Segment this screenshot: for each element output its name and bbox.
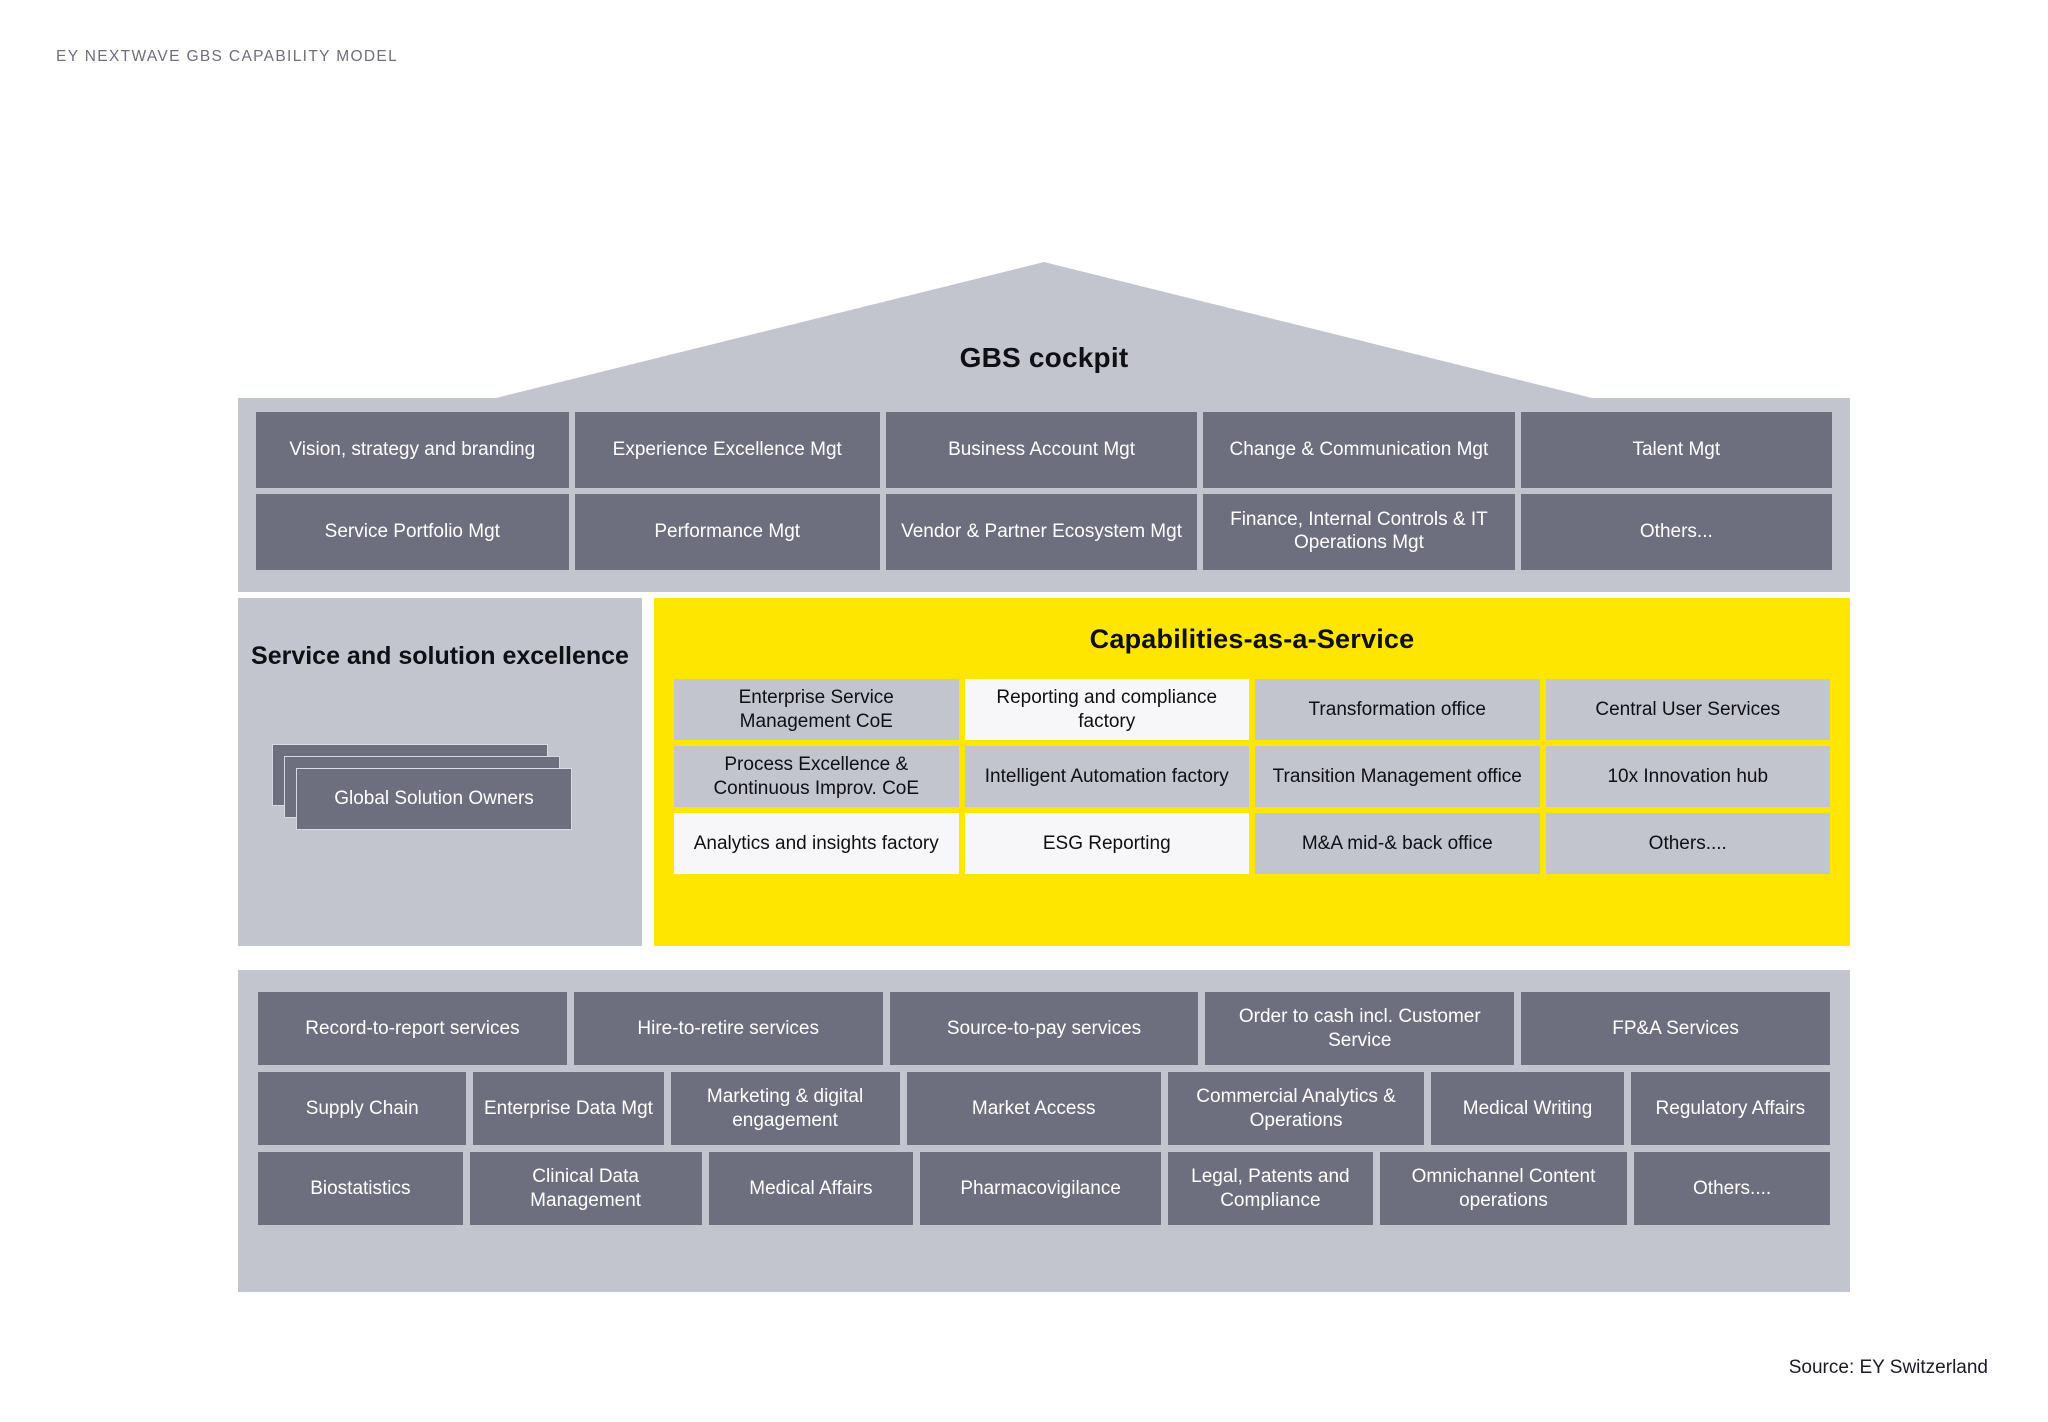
service-source-to-pay[interactable]: Source-to-pay services: [889, 992, 1199, 1065]
service-solution-excellence-panel: Service and solution excellence Global S…: [238, 598, 642, 946]
capabilities-row-3: Analytics and insights factory ESG Repor…: [674, 813, 1830, 874]
service-biostatistics[interactable]: Biostatistics: [258, 1152, 463, 1225]
cockpit-cell-others[interactable]: Others...: [1520, 494, 1833, 570]
service-regulatory-affairs[interactable]: Regulatory Affairs: [1630, 1072, 1830, 1145]
service-clinical-data-management[interactable]: Clinical Data Management: [469, 1152, 702, 1225]
cockpit-cell-service-portfolio-mgt[interactable]: Service Portfolio Mgt: [256, 494, 569, 570]
service-order-to-cash-customer-service[interactable]: Order to cash incl. Customer Service: [1205, 992, 1515, 1065]
capabilities-grid: Enterprise Service Management CoE Report…: [674, 679, 1830, 874]
middle-section: Service and solution excellence Global S…: [238, 598, 1850, 946]
service-supply-chain[interactable]: Supply Chain: [258, 1072, 467, 1145]
service-omnichannel-content-operations[interactable]: Omnichannel Content operations: [1379, 1152, 1628, 1225]
service-hire-to-retire[interactable]: Hire-to-retire services: [573, 992, 883, 1065]
global-solution-owners-stack: Global Solution Owners: [272, 744, 584, 830]
cockpit-cell-talent-mgt[interactable]: Talent Mgt: [1520, 412, 1833, 488]
roof-title: GBS cockpit: [959, 342, 1129, 373]
capability-enterprise-service-management-coe[interactable]: Enterprise Service Management CoE: [674, 679, 959, 740]
page-kicker: EY NEXTWAVE GBS CAPABILITY MODEL: [56, 48, 399, 65]
capability-others[interactable]: Others....: [1545, 813, 1830, 874]
capability-analytics-and-insights-factory[interactable]: Analytics and insights factory: [674, 813, 959, 874]
capability-10x-innovation-hub[interactable]: 10x Innovation hub: [1545, 746, 1830, 807]
capabilities-as-a-service-panel: Capabilities-as-a-Service Enterprise Ser…: [654, 598, 1850, 946]
gbs-capability-diagram: GBS cockpit Vision, strategy and brandin…: [238, 262, 1850, 1292]
cockpit-row-1: Vision, strategy and branding Experience…: [256, 412, 1833, 488]
service-medical-affairs[interactable]: Medical Affairs: [708, 1152, 914, 1225]
cockpit-cell-experience-excellence-mgt[interactable]: Experience Excellence Mgt: [574, 412, 880, 488]
capability-process-excellence-continuous-improvement-coe[interactable]: Process Excellence & Continuous Improv. …: [674, 746, 959, 807]
service-record-to-report[interactable]: Record-to-report services: [258, 992, 567, 1065]
capability-transition-management-office[interactable]: Transition Management office: [1255, 746, 1540, 807]
service-marketing-digital-engagement[interactable]: Marketing & digital engagement: [670, 1072, 900, 1145]
cockpit-cell-change-communication-mgt[interactable]: Change & Communication Mgt: [1203, 412, 1515, 488]
capabilities-row-2: Process Excellence & Continuous Improv. …: [674, 746, 1830, 807]
gbs-cockpit-band: Vision, strategy and branding Experience…: [238, 398, 1850, 592]
cockpit-cell-vision-strategy-branding[interactable]: Vision, strategy and branding: [256, 412, 569, 488]
service-pharmacovigilance[interactable]: Pharmacovigilance: [920, 1152, 1161, 1225]
capabilities-row-1: Enterprise Service Management CoE Report…: [674, 679, 1830, 740]
service-medical-writing[interactable]: Medical Writing: [1431, 1072, 1624, 1145]
services-row-3: Biostatistics Clinical Data Management M…: [258, 1152, 1830, 1225]
service-legal-patents-compliance[interactable]: Legal, Patents and Compliance: [1167, 1152, 1373, 1225]
capability-ma-mid-back-office[interactable]: M&A mid-& back office: [1255, 813, 1540, 874]
service-market-access[interactable]: Market Access: [906, 1072, 1161, 1145]
capability-esg-reporting[interactable]: ESG Reporting: [964, 813, 1249, 874]
service-commercial-analytics-operations[interactable]: Commercial Analytics & Operations: [1167, 1072, 1425, 1145]
service-enterprise-data-mgt[interactable]: Enterprise Data Mgt: [473, 1072, 664, 1145]
source-note: Source: EY Switzerland: [1788, 1357, 1988, 1378]
cockpit-cell-business-account-mgt[interactable]: Business Account Mgt: [885, 412, 1198, 488]
service-solution-excellence-title: Service and solution excellence: [251, 642, 629, 670]
stack-card-front[interactable]: Global Solution Owners: [296, 768, 572, 830]
cockpit-row-2: Service Portfolio Mgt Performance Mgt Ve…: [256, 494, 1833, 570]
cockpit-cell-finance-internal-controls-it-operations-mgt[interactable]: Finance, Internal Controls & IT Operatio…: [1203, 494, 1515, 570]
cockpit-cell-performance-mgt[interactable]: Performance Mgt: [574, 494, 880, 570]
service-fpa-services[interactable]: FP&A Services: [1521, 992, 1830, 1065]
capability-reporting-and-compliance-factory[interactable]: Reporting and compliance factory: [964, 679, 1249, 740]
services-row-2: Supply Chain Enterprise Data Mgt Marketi…: [258, 1072, 1830, 1145]
services-band: Record-to-report services Hire-to-retire…: [238, 970, 1850, 1292]
capabilities-as-a-service-title: Capabilities-as-a-Service: [1089, 624, 1415, 654]
services-row-1: Record-to-report services Hire-to-retire…: [258, 992, 1830, 1065]
capability-transformation-office[interactable]: Transformation office: [1255, 679, 1540, 740]
capability-central-user-services[interactable]: Central User Services: [1545, 679, 1830, 740]
capability-intelligent-automation-factory[interactable]: Intelligent Automation factory: [964, 746, 1249, 807]
service-others[interactable]: Others....: [1634, 1152, 1830, 1225]
cockpit-cell-vendor-partner-ecosystem-mgt[interactable]: Vendor & Partner Ecosystem Mgt: [885, 494, 1198, 570]
